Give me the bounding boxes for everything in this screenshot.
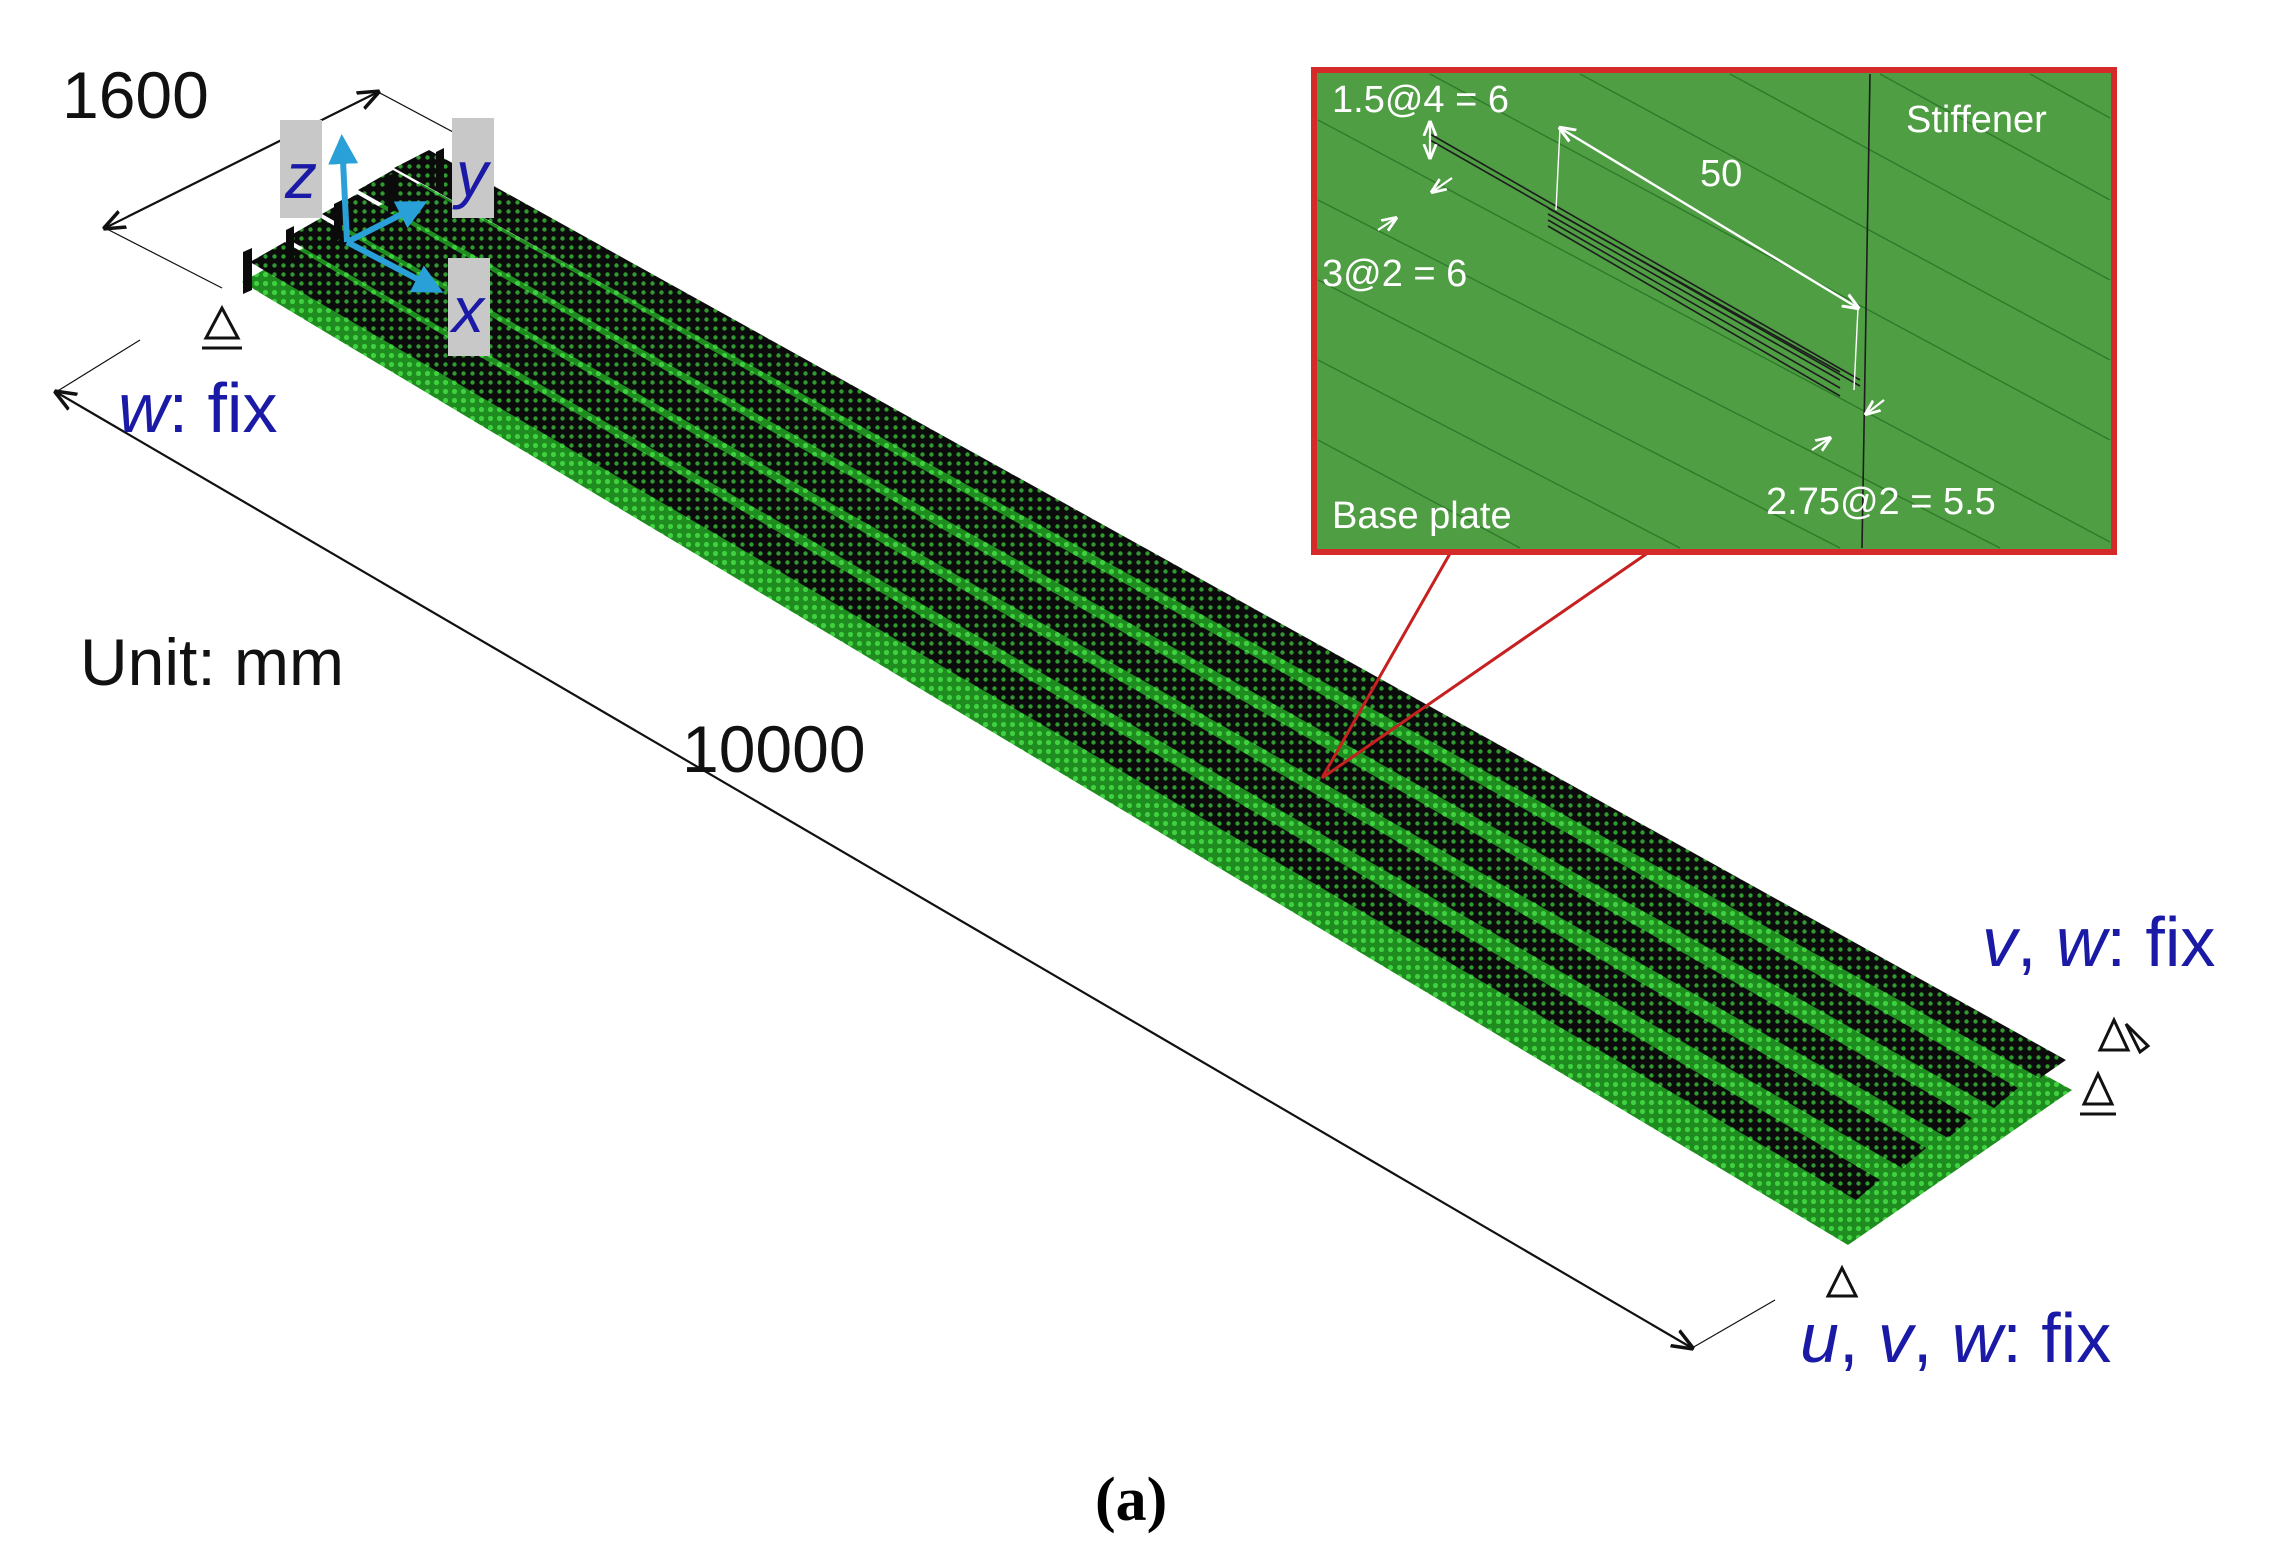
support-right-mid-icon [2080, 1070, 2116, 1116]
length-dimension-label: 10000 [682, 712, 866, 786]
inset-detail: Stiffener Base plate 50 1.5@4 = 6 3@2 = … [1311, 67, 2117, 555]
width-dimension: 1600 [62, 58, 469, 289]
inset-dim-50-label: 50 [1700, 153, 1742, 195]
support-symbols [202, 304, 2151, 1298]
inset-dim-top-label: 1.5@4 = 6 [1332, 79, 1509, 121]
y-label-box [452, 118, 494, 218]
figure-caption: (a) [1095, 1466, 1167, 1534]
inset-dim-mid-label: 3@2 = 6 [1322, 253, 1467, 295]
support-right-top-icon [2097, 1016, 2151, 1055]
bc-right-top-label: v, w: fix [1982, 903, 2215, 981]
unit-label: Unit: mm [80, 625, 344, 699]
bc-left-label: w: fix [118, 369, 277, 447]
y-axis-arrow [345, 201, 428, 245]
y-axis-label: y [452, 138, 492, 210]
x-axis-arrow [345, 239, 444, 293]
length-dimension: 10000 [56, 339, 1776, 1348]
inset-dim-bottom-label: 2.75@2 = 5.5 [1766, 481, 1996, 523]
x-label-box [448, 258, 490, 356]
support-right-bottom-icon [1825, 1264, 1859, 1298]
z-label-box [280, 120, 322, 218]
z-axis-label: z [284, 140, 317, 212]
support-left-icon [202, 304, 242, 350]
inset-stiffener-label: Stiffener [1906, 99, 2047, 141]
z-axis-arrow [328, 134, 359, 243]
inset-base-plate-label: Base plate [1332, 495, 1512, 537]
inset-callout-lines [1320, 548, 1653, 780]
x-axis-label: x [449, 274, 486, 346]
bc-right-bottom-label: u, v, w: fix [1800, 1299, 2111, 1377]
coordinate-axes: z y x [280, 118, 494, 356]
width-dimension-label: 1600 [62, 58, 209, 132]
